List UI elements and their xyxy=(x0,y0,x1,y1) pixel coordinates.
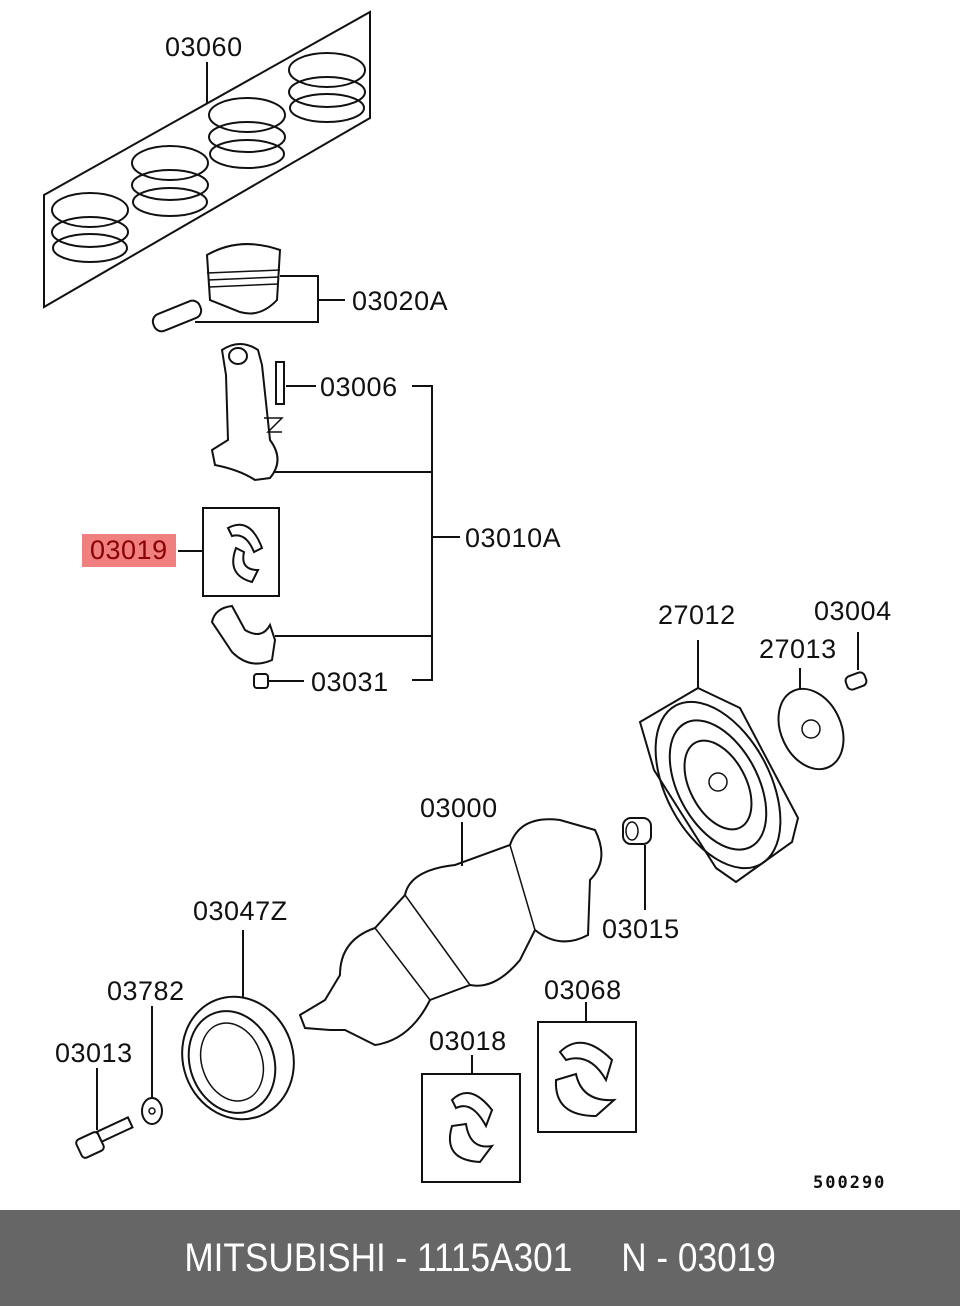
label-rod-nut[interactable]: 03031 xyxy=(311,667,389,697)
connecting-rod-drawing[interactable] xyxy=(210,343,460,681)
rod-cap-drawing[interactable] xyxy=(210,604,432,665)
piston-ring-set-drawing[interactable] xyxy=(43,10,371,309)
rod-nut-drawing[interactable] xyxy=(253,673,304,689)
parts-diagram: 03060 03020A 03006 03019 03010A 03031 27… xyxy=(43,10,892,1193)
pulley-bolt-drawing[interactable] xyxy=(75,1068,134,1159)
label-piston-ring-set[interactable]: 03060 xyxy=(165,32,243,62)
footer-part-text: MITSUBISHI - 1115A301 N - 03019 xyxy=(184,1235,776,1280)
label-connecting-rod-assy[interactable]: 03010A xyxy=(465,523,562,553)
adapter-plate-drawing[interactable] xyxy=(766,668,856,780)
label-rod-bolt[interactable]: 03006 xyxy=(320,372,398,402)
label-crankshaft[interactable]: 03000 xyxy=(420,793,498,823)
label-washer[interactable]: 03782 xyxy=(107,976,185,1006)
washer-drawing[interactable] xyxy=(141,1006,163,1125)
label-bushing[interactable]: 03015 xyxy=(602,914,680,944)
label-rod-bearing-highlighted[interactable]: 03019 xyxy=(82,534,176,567)
drive-plate-bolt-drawing[interactable] xyxy=(844,632,868,691)
damper-pulley-drawing[interactable] xyxy=(165,930,311,1135)
diagram-code: 500290 xyxy=(813,1173,887,1193)
rod-bearing-drawing[interactable] xyxy=(178,507,280,597)
label-piston[interactable]: 03020A xyxy=(352,286,449,316)
label-drive-plate-bolt[interactable]: 03004 xyxy=(814,596,892,626)
label-thrust-bearing[interactable]: 03068 xyxy=(544,975,622,1005)
diagram-drawing xyxy=(43,10,868,1183)
label-drive-plate[interactable]: 27012 xyxy=(658,600,736,630)
crankshaft-drawing[interactable] xyxy=(298,818,603,1047)
main-bearing-drawing[interactable] xyxy=(421,1055,521,1183)
part-info-footer: MITSUBISHI - 1115A301 N - 03019 xyxy=(0,1210,960,1306)
thrust-bearing-drawing[interactable] xyxy=(537,1002,637,1133)
bushing-drawing[interactable] xyxy=(622,817,652,910)
label-main-bearing[interactable]: 03018 xyxy=(429,1026,507,1056)
drive-plate-drawing[interactable] xyxy=(630,640,806,889)
label-damper-pulley[interactable]: 03047Z xyxy=(193,896,288,926)
piston-drawing[interactable] xyxy=(150,243,345,334)
label-pulley-bolt[interactable]: 03013 xyxy=(55,1038,133,1068)
label-adapter-plate[interactable]: 27013 xyxy=(759,634,837,664)
